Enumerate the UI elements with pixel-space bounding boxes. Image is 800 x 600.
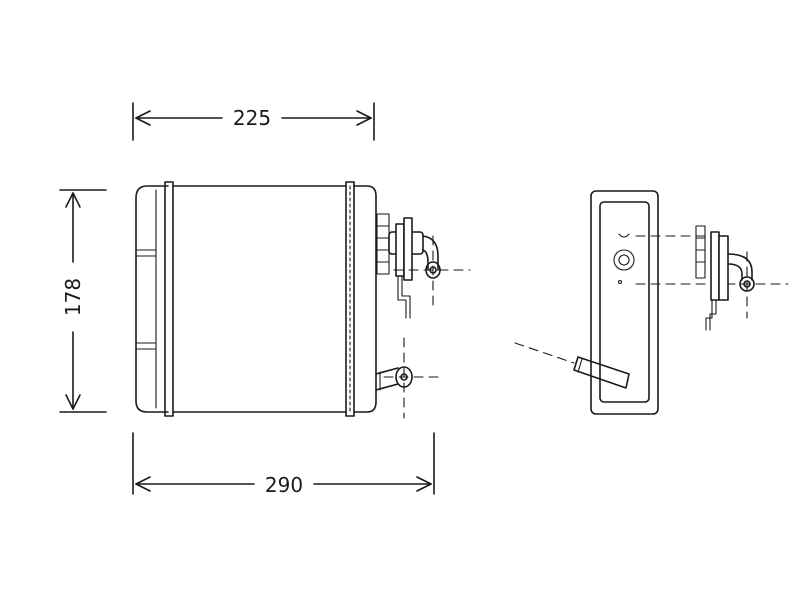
bottom-width-dimension: 290: [132, 432, 435, 497]
top-width-dimension: 225: [132, 102, 375, 141]
heater-core-side-view: [514, 190, 789, 415]
bottom-width-label: 290: [265, 473, 303, 497]
heater-core-front-view: [135, 181, 471, 419]
height-label: 178: [61, 278, 85, 316]
height-dimension: 178: [59, 189, 107, 413]
top-width-label: 225: [233, 106, 271, 130]
